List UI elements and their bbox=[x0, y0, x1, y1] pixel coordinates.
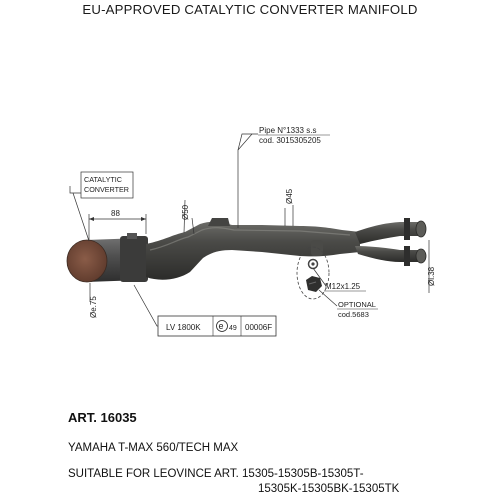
article-number: ART. 16035 bbox=[68, 410, 137, 425]
svg-text:M12x1.25: M12x1.25 bbox=[325, 282, 361, 291]
pipe-part-label: Pipe N°1333 s.s cod. 3015305205 bbox=[258, 126, 330, 145]
optional-label: OPTIONAL cod.5683 bbox=[337, 300, 378, 319]
homologation-e-mark: e bbox=[219, 321, 224, 331]
dimension-diameter-e75: Øe.75 bbox=[89, 296, 98, 318]
suitability-line-1: SUITABLE FOR LEOVINCE ART. 15305-15305B-… bbox=[68, 468, 364, 480]
pipe-label-line1: Pipe N°1333 s.s bbox=[259, 126, 316, 135]
page-title: EU-APPROVED CATALYTIC CONVERTER MANIFOLD bbox=[82, 2, 418, 17]
dimension-diameter-i38: Øi.38 bbox=[427, 266, 436, 286]
dimension-diameter-50: Ø50 bbox=[181, 204, 190, 220]
homologation-approval-code: 00006F bbox=[245, 323, 272, 332]
catalytic-converter-label: CATALYTIC CONVERTER bbox=[80, 171, 134, 199]
homologation-e-number: 49 bbox=[229, 325, 237, 332]
leader-lines bbox=[69, 133, 430, 327]
pipe-label-line2: cod. 3015305205 bbox=[259, 136, 321, 145]
vehicle-model: YAMAHA T-MAX 560/TECH MAX bbox=[68, 442, 239, 454]
optional-label-line1: OPTIONAL bbox=[338, 300, 376, 309]
e-mark-icon bbox=[216, 320, 228, 332]
homologation-lv-code: LV 1800K bbox=[166, 323, 201, 332]
catalytic-label-line2: CONVERTER bbox=[84, 185, 129, 194]
dimension-arrows bbox=[89, 217, 146, 221]
outlet-pipe-lower bbox=[355, 246, 420, 262]
homologation-plate: LV 1800K e 49 00006F bbox=[157, 315, 277, 337]
sensor-boss bbox=[311, 240, 323, 256]
dimension-diameter-45: Ø45 bbox=[285, 188, 294, 204]
catalyst-face bbox=[66, 239, 108, 283]
manifold-pipe bbox=[146, 218, 427, 280]
dimension-88: 88 bbox=[111, 209, 120, 218]
suitability-line-2: 15305K-15305BK-15305TK bbox=[258, 483, 400, 495]
catalytic-converter bbox=[66, 233, 148, 283]
can-clamp bbox=[120, 236, 148, 282]
optional-plug bbox=[296, 246, 330, 300]
catalytic-label-line1: CATALYTIC bbox=[84, 175, 122, 184]
thread-label: M12x1.25 bbox=[324, 282, 366, 292]
optional-label-line2: cod.5683 bbox=[338, 310, 369, 319]
pipe-bracket bbox=[208, 218, 230, 226]
outlet-pipe-upper bbox=[355, 222, 420, 244]
